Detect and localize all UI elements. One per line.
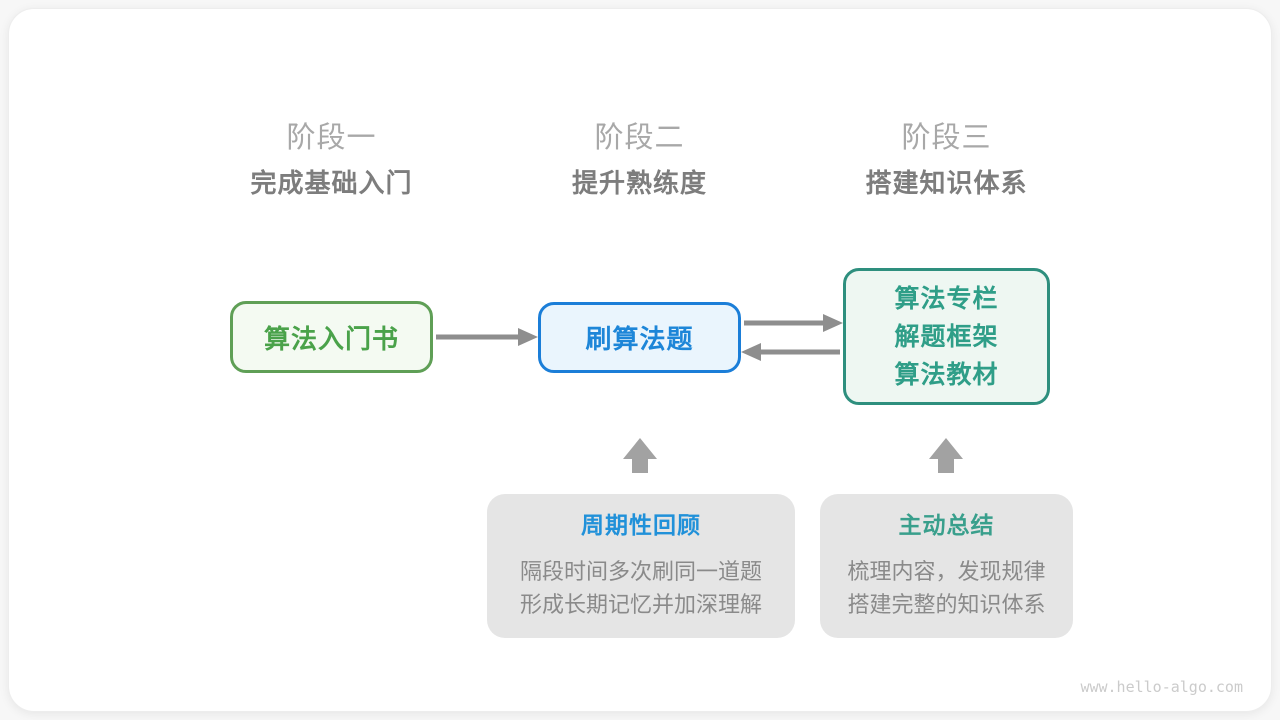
node-resource-line-2: 解题框架 [894,322,999,351]
note-active-summary: 主动总结 梳理内容，发现规律 搭建完整的知识体系 [820,494,1073,638]
site-watermark: www.hello-algo.com [1080,678,1243,696]
note-periodic-review-body: 隔段时间多次刷同一道题 形成长期记忆并加深理解 [487,555,795,621]
note-active-summary-title: 主动总结 [898,512,995,538]
node-beginner-book: 算法入门书 [230,301,433,373]
note-body-line: 梳理内容，发现规律 [847,559,1046,584]
stage-2-title: 阶段二 [594,122,685,154]
note-body-line: 形成长期记忆并加深理解 [519,592,762,617]
stage-2-subtitle: 提升熟练度 [571,168,707,198]
note-body-line: 隔段时间多次刷同一道题 [519,559,762,584]
node-practice-problems: 刷算法题 [538,302,741,373]
note-periodic-review: 周期性回顾 隔段时间多次刷同一道题 形成长期记忆并加深理解 [487,494,795,638]
node-knowledge-resources: 算法专栏 解题框架 算法教材 [843,268,1050,405]
stage-header-3: 阶段三 搭建知识体系 [843,120,1050,198]
stage-1-subtitle: 完成基础入门 [250,168,413,198]
stage-header-1: 阶段一 完成基础入门 [230,120,433,198]
stage-header-2: 阶段二 提升熟练度 [538,120,741,198]
node-beginner-book-label: 算法入门书 [263,323,399,354]
node-practice-problems-label: 刷算法题 [585,324,694,354]
stage-1-title: 阶段一 [286,122,377,154]
note-active-summary-body: 梳理内容，发现规律 搭建完整的知识体系 [820,555,1073,621]
note-periodic-review-title: 周期性回顾 [581,512,701,538]
note-body-line: 搭建完整的知识体系 [847,592,1046,617]
node-resource-line-1: 算法专栏 [894,284,999,313]
node-resource-line-3: 算法教材 [894,360,999,389]
stage-3-subtitle: 搭建知识体系 [865,168,1028,198]
stage-3-title: 阶段三 [901,122,992,154]
